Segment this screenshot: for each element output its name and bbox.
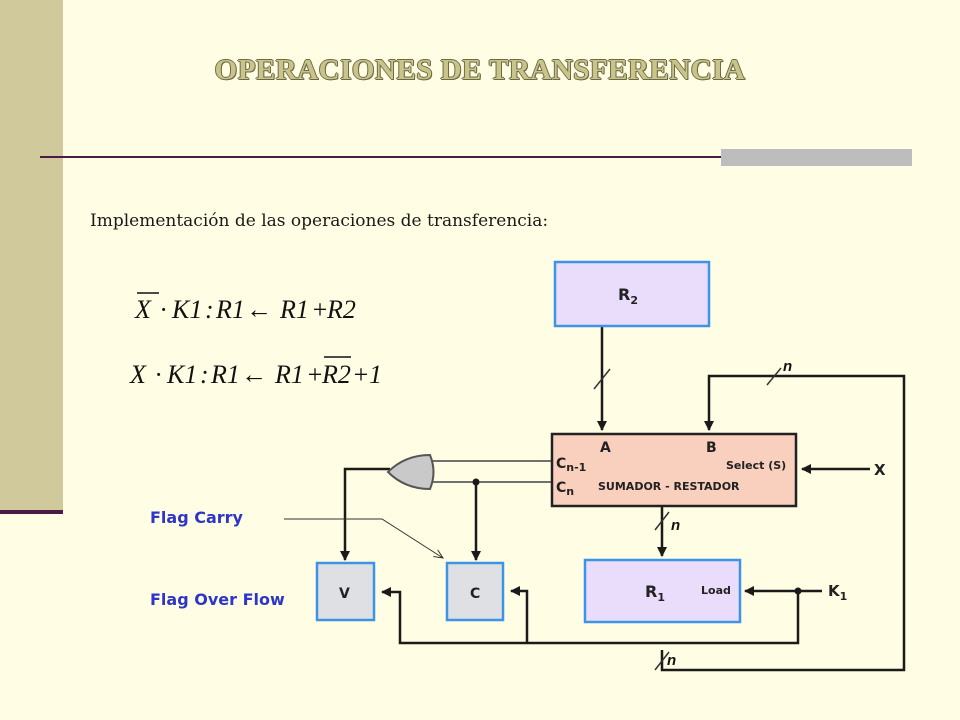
adder-cn: Cn: [556, 480, 574, 498]
flag-carry-pointer: [284, 518, 443, 558]
register-r1: [583, 558, 742, 624]
eq2-x: X: [129, 360, 147, 389]
slide-subtitle: Implementación de las operaciones de tra…: [90, 211, 549, 231]
wire-k1-to-v: [381, 587, 800, 645]
slide-title: OPERACIONES DE TRANSFERENCIA: [214, 54, 746, 86]
bus-label-bottom: n: [667, 652, 676, 669]
eq2-dot: ·: [155, 360, 162, 389]
left-decor-line: [0, 510, 63, 514]
equation-2: X · K1 : R1 ← R1 + R2 + 1: [129, 356, 382, 389]
input-x-label: X: [874, 461, 886, 479]
xor-gate: [386, 453, 435, 491]
flag-overflow-label: Flag Over Flow: [150, 590, 285, 609]
adder-subtractor: [550, 432, 798, 508]
bus-label-top: n: [783, 358, 792, 375]
xor-input-wires: [431, 460, 551, 483]
eq1-x: X: [134, 295, 152, 324]
adder-input-b: B: [706, 440, 717, 456]
flag-v-label: V: [339, 586, 350, 602]
eq2-r2: R2: [321, 360, 351, 389]
flag-carry-label: Flag Carry: [150, 508, 243, 527]
bus-label-mid: n: [671, 517, 680, 534]
eq1-r1b: R1: [279, 295, 309, 324]
adder-name: SUMADOR - RESTADOR: [598, 480, 740, 493]
wire-r1-feedback: [660, 374, 906, 672]
adder-input-a: A: [600, 440, 611, 456]
title-rule-accent: [721, 149, 912, 166]
flag-c-box: [445, 561, 505, 622]
eq1-r1: R1: [215, 295, 245, 324]
eq2-r1: R1: [210, 360, 240, 389]
bus-slashes: [593, 367, 782, 671]
eq1-plus: +: [311, 295, 329, 324]
register-r1-load: Load: [701, 584, 731, 597]
eq2-one: 1: [369, 360, 382, 389]
eq2-arrow: ←: [241, 360, 267, 389]
eq1-k1: K1: [171, 295, 202, 324]
eq1-colon: :: [205, 295, 214, 324]
eq1-dot: ·: [160, 295, 167, 324]
eq1-arrow: ←: [246, 295, 272, 324]
register-r2-label: R2: [618, 285, 638, 307]
eq2-k1: K1: [166, 360, 197, 389]
flag-v-box: [315, 561, 376, 622]
adder-select: Select (S): [726, 459, 786, 472]
flag-c-label: C: [470, 586, 480, 602]
title-rule: [40, 156, 912, 158]
eq2-r1b: R1: [274, 360, 304, 389]
eq2-colon: :: [200, 360, 209, 389]
junction-cn: [472, 478, 480, 486]
junction-k1: [794, 587, 802, 595]
eq1-r2: R2: [326, 295, 356, 324]
equation-1: X · K1 : R1 ← R1 + R2: [134, 292, 356, 324]
register-r2: [553, 260, 711, 328]
input-k1-label: K1: [828, 582, 847, 603]
register-r1-label: R1: [645, 582, 665, 604]
eq2-plus: +: [306, 360, 324, 389]
left-decor-bar: [0, 0, 63, 512]
eq2-plus2: +: [352, 360, 370, 389]
adder-cn1: Cn-1: [556, 456, 586, 474]
wire-k1-to-c: [510, 586, 529, 643]
wire-xor-to-v: [340, 467, 390, 561]
